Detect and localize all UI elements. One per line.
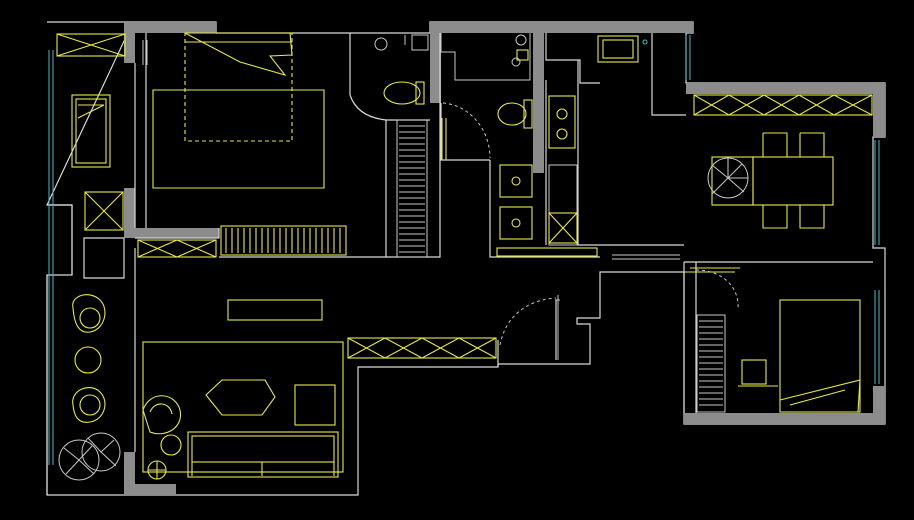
dining-area bbox=[693, 94, 873, 229]
rug bbox=[152, 89, 325, 189]
side-table bbox=[294, 384, 336, 426]
sideboard bbox=[693, 94, 873, 116]
wall-segment bbox=[430, 22, 693, 33]
wall-segment bbox=[124, 188, 135, 228]
bedroom-door bbox=[695, 269, 739, 311]
stove bbox=[548, 95, 576, 149]
armchair-bottom bbox=[72, 387, 106, 423]
tv-cabinet bbox=[227, 299, 323, 321]
dining-plant bbox=[707, 156, 754, 206]
wall-segment bbox=[430, 33, 441, 103]
armchair bbox=[142, 395, 182, 435]
wall-segment bbox=[124, 452, 135, 484]
side-table bbox=[74, 346, 102, 374]
doors-misc bbox=[441, 118, 680, 360]
interior-walls bbox=[46, 33, 873, 495]
wall-segment bbox=[124, 22, 216, 33]
living-room bbox=[142, 297, 557, 480]
sliding-door bbox=[612, 254, 680, 260]
closet bbox=[396, 119, 428, 258]
bed-outline bbox=[184, 32, 293, 142]
laundry-cabinet bbox=[84, 191, 124, 231]
kitchen-sink bbox=[597, 35, 639, 63]
lounge-chair bbox=[71, 94, 111, 168]
wall-segment bbox=[873, 94, 885, 137]
wall-segment bbox=[684, 413, 885, 424]
bed bbox=[779, 299, 861, 413]
bed-blanket bbox=[184, 32, 293, 77]
kitchen bbox=[496, 35, 648, 257]
wall-segment bbox=[873, 386, 885, 413]
wall-segment bbox=[124, 228, 219, 238]
fridge bbox=[548, 164, 578, 246]
windows bbox=[48, 35, 880, 465]
round-stool bbox=[160, 434, 182, 456]
wardrobe bbox=[220, 225, 347, 256]
second-bedroom bbox=[684, 267, 861, 413]
wall-segment bbox=[533, 33, 544, 173]
coffee-table bbox=[205, 379, 276, 416]
master-bedroom bbox=[137, 32, 428, 258]
bathroom-door bbox=[442, 102, 491, 159]
storage-cabinet bbox=[56, 33, 126, 57]
wardrobe bbox=[696, 314, 726, 413]
dining-table bbox=[752, 156, 834, 206]
exterior-walls bbox=[46, 21, 886, 496]
dining-chairs-top bbox=[762, 132, 825, 157]
wall-segment bbox=[124, 484, 176, 495]
potted-plant bbox=[58, 432, 121, 481]
sink bbox=[499, 206, 533, 240]
storage-cabinet bbox=[347, 337, 497, 359]
rug bbox=[142, 341, 344, 473]
cabinet bbox=[548, 212, 578, 244]
sink bbox=[499, 164, 533, 198]
counter bbox=[496, 247, 598, 257]
wall-segment bbox=[686, 83, 885, 94]
shelf bbox=[137, 239, 217, 258]
balcony bbox=[56, 33, 126, 481]
sofa bbox=[187, 431, 339, 478]
wall-segment bbox=[124, 33, 135, 63]
second-bathroom bbox=[440, 33, 533, 240]
toilet bbox=[383, 81, 425, 105]
shower-head bbox=[374, 37, 388, 51]
armchair-top bbox=[72, 294, 106, 333]
bathroom bbox=[374, 34, 429, 105]
desk bbox=[741, 359, 767, 385]
entry-door bbox=[499, 297, 557, 346]
dining-chairs-bottom bbox=[762, 205, 825, 229]
toilet bbox=[497, 99, 533, 129]
